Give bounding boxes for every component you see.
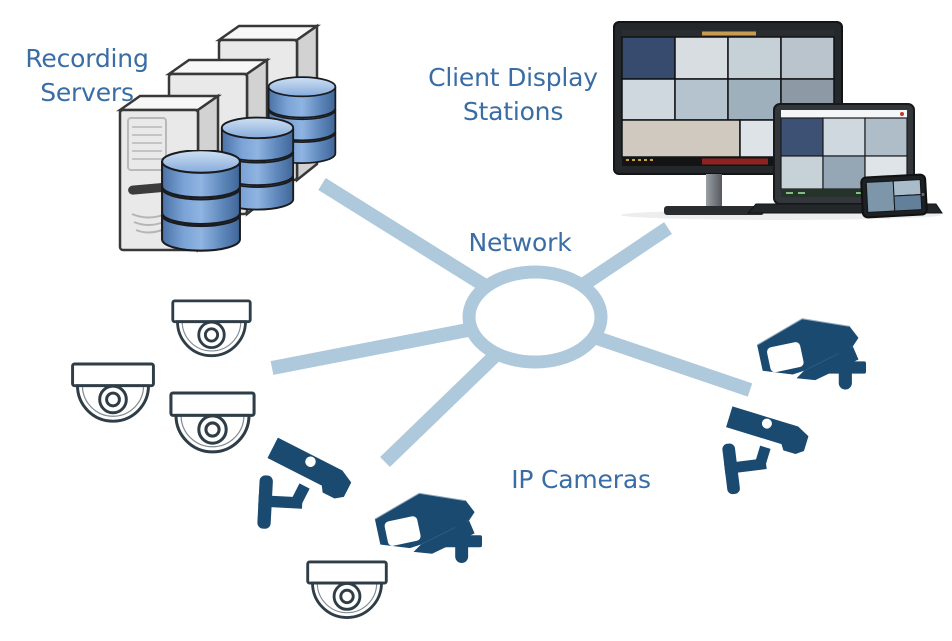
monitor-stand [706,174,722,206]
dome-camera-icon-2 [67,362,159,433]
monitor-status-bar [702,158,768,165]
network-hub-ring [462,265,608,369]
bullet-camera-icon-right [709,393,842,502]
client-display-stations-icon [613,21,943,220]
database-stack-front [161,150,241,252]
phone [860,173,928,219]
box-camera-icon-bottom [360,480,482,572]
phone-screen [865,179,923,213]
dome-camera-icon-1 [167,299,256,367]
client-display-stations-label: Client Display Stations [428,63,598,126]
recording-servers-icon [116,23,337,253]
box-camera-icon-right [742,306,866,398]
dome-camera-icon-3 [165,391,260,464]
laptop-feed-grid [780,117,908,190]
recording-servers-label: Recording Servers [25,44,149,107]
network-label: Network [468,228,572,257]
ip-cameras-label: IP Cameras [511,465,651,494]
